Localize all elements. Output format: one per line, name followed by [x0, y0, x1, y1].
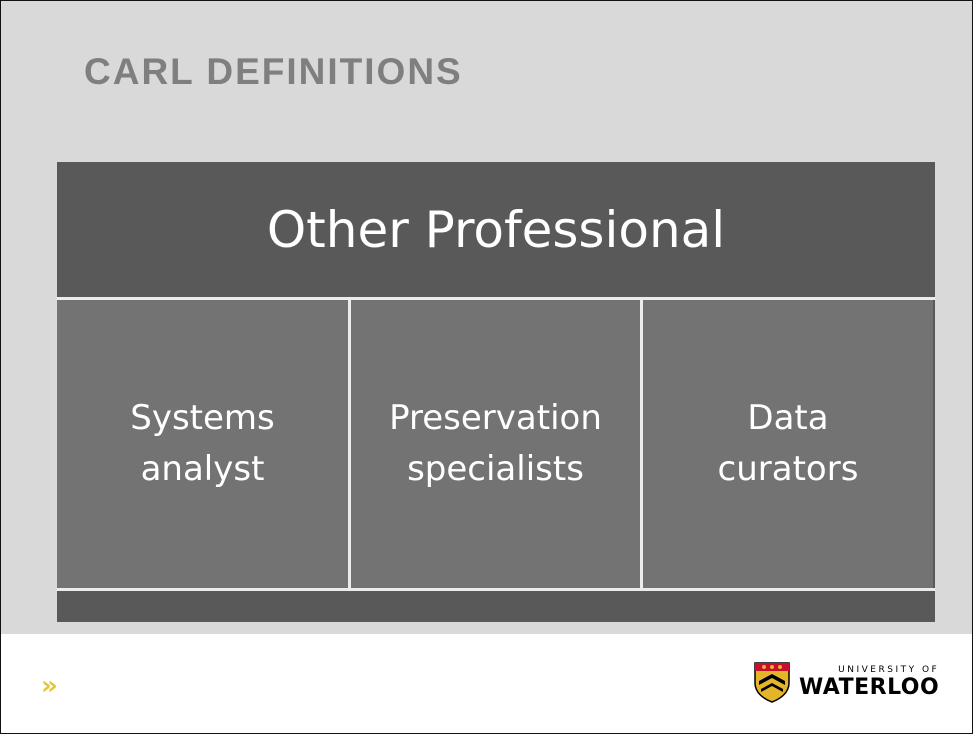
- column-label-line2: analyst: [140, 449, 265, 489]
- logo-big-text: WATERLOO: [799, 674, 940, 700]
- logo-wordmark: UNIVERSITY OF WATERLOO: [799, 665, 939, 699]
- slide-title: CARL DEFINITIONS: [84, 51, 463, 92]
- university-logo: UNIVERSITY OF WATERLOO: [753, 661, 939, 703]
- column-label-line1: Data: [747, 398, 829, 438]
- column-divider: [640, 300, 643, 588]
- content-area: CARL DEFINITIONS Other Professional Syst…: [1, 1, 972, 634]
- column-label-line1: Preservation: [389, 398, 602, 438]
- column-label-line2: curators: [717, 449, 859, 489]
- column-label-line2: specialists: [407, 449, 584, 489]
- header-divider: [57, 297, 935, 300]
- logo-small-text: UNIVERSITY OF: [838, 665, 940, 676]
- chevron-icon: »: [41, 671, 58, 701]
- diagram-header: Other Professional: [57, 162, 935, 297]
- column-preservation-specialists: Preservation specialists: [351, 300, 640, 588]
- column-systems-analyst: Systems analyst: [57, 300, 348, 588]
- column-divider: [348, 300, 351, 588]
- column-label-line1: Systems: [130, 398, 275, 438]
- crest-icon: [754, 662, 790, 703]
- hierarchy-diagram: Other Professional Systems analyst Prese…: [57, 162, 935, 622]
- bottom-divider: [57, 588, 935, 591]
- column-data-curators: Data curators: [643, 300, 933, 588]
